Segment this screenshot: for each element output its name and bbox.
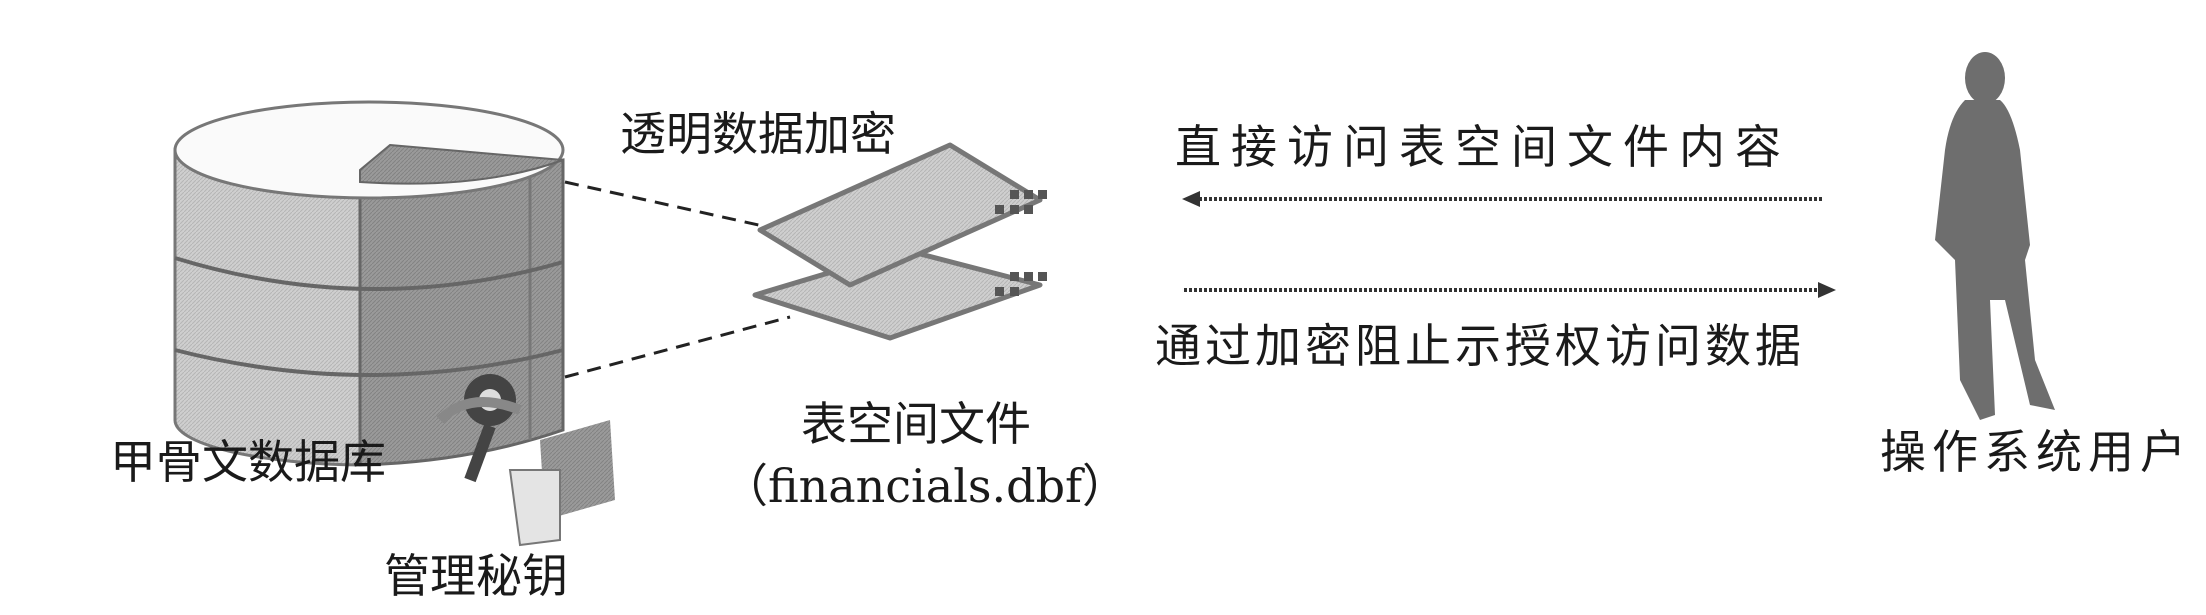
blocked-access-label: 通过加密阻止示授权访问数据 [1155, 319, 1805, 373]
os-user-label: 操作系统用户 [1880, 425, 2192, 479]
blocked-access-arrow [1184, 282, 1836, 298]
tde-connector-bottom [564, 315, 791, 379]
tablespace-file-name: （financials.dbf） [722, 459, 1128, 513]
direct-access-label: 直接访问表空间文件内容 [1175, 120, 1791, 174]
direct-access-arrow [1182, 191, 1822, 207]
tde-connector-top [564, 180, 791, 234]
master-key-label: 管理秘钥 [384, 549, 568, 603]
master-key-icon [436, 374, 615, 547]
os-user-icon [1935, 52, 2055, 420]
tde-label: 透明数据加密 [620, 107, 896, 161]
tablespace-label: 表空间文件 [801, 397, 1031, 451]
tablespace-files-icon [752, 142, 1047, 341]
database-label: 甲骨文数据库 [110, 435, 386, 489]
